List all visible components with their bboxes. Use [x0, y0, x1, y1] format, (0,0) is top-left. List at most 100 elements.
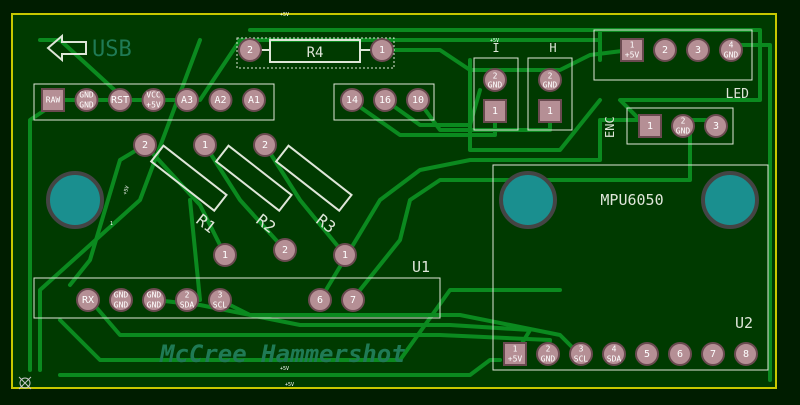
u2-pin: 5	[635, 342, 659, 366]
mcu-pin: 16	[373, 88, 397, 112]
svg-text:2: 2	[142, 140, 148, 151]
mounting-hole-mpu-left	[499, 171, 557, 229]
svg-text:GND: GND	[488, 81, 503, 90]
svg-text:6: 6	[317, 295, 323, 306]
u1-label: U1	[412, 258, 430, 276]
svg-text:1: 1	[222, 250, 228, 261]
resistor-r4: R4 2 1	[236, 37, 395, 69]
svg-text:SCL: SCL	[574, 355, 589, 364]
led-pin: 3	[686, 38, 710, 62]
svg-text:2: 2	[548, 72, 553, 81]
mcu-pin: RST	[108, 88, 132, 112]
switch-h: H 2 GND 1	[527, 41, 573, 131]
svg-text:1: 1	[630, 41, 635, 50]
svg-text:GND: GND	[147, 301, 162, 310]
u2-pin: 7	[701, 342, 725, 366]
svg-text:2: 2	[546, 345, 551, 354]
raw-pin-label: RAW	[46, 96, 61, 105]
svg-text:3: 3	[579, 345, 584, 354]
mounting-holes	[46, 171, 759, 229]
svg-text:RX: RX	[82, 295, 94, 306]
resistor-r3	[274, 144, 353, 213]
svg-text:1: 1	[547, 106, 553, 117]
svg-text:2: 2	[262, 140, 268, 151]
svg-text:1: 1	[110, 221, 113, 227]
board-title: McCree Hammershot	[159, 340, 406, 368]
svg-text:ENC: ENC	[603, 116, 617, 138]
mcu-pin: A1	[242, 88, 266, 112]
svg-text:5: 5	[644, 349, 650, 360]
svg-text:GND: GND	[543, 81, 558, 90]
svg-text:GND: GND	[79, 101, 94, 110]
switch-i: I 2 GND 1	[473, 41, 519, 131]
u2-pin: 1+5V	[503, 342, 527, 366]
svg-text:3: 3	[218, 291, 223, 300]
mcu-pin: 14	[340, 88, 364, 112]
svg-text:A2: A2	[214, 95, 226, 106]
svg-text:GND: GND	[114, 301, 129, 310]
svg-text:A1: A1	[248, 95, 260, 106]
svg-text:7: 7	[350, 295, 356, 306]
svg-text:3: 3	[713, 121, 719, 132]
svg-text:H: H	[549, 41, 556, 55]
svg-text:7: 7	[710, 349, 716, 360]
svg-text:SDA: SDA	[607, 355, 622, 364]
copper-traces	[28, 28, 772, 382]
led-pin: 2	[653, 38, 677, 62]
net-labels: +5V +5V +5V +5V +5V 1	[110, 12, 499, 388]
u2-label: U2	[735, 314, 753, 332]
svg-text:1: 1	[342, 250, 348, 261]
svg-text:2: 2	[493, 72, 498, 81]
svg-text:2: 2	[282, 245, 288, 256]
svg-text:1: 1	[647, 121, 653, 132]
svg-text:+5V: +5V	[122, 185, 131, 196]
svg-text:VCC: VCC	[146, 91, 161, 100]
svg-text:GND: GND	[79, 91, 94, 100]
svg-text:2: 2	[185, 291, 190, 300]
mounting-hole-mpu-right	[701, 171, 759, 229]
svg-text:I: I	[492, 41, 499, 55]
u2-pin: 6	[668, 342, 692, 366]
svg-text:2: 2	[247, 45, 253, 56]
origin-marker	[18, 376, 32, 390]
svg-text:SDA: SDA	[180, 301, 195, 310]
svg-text:3: 3	[695, 45, 701, 56]
svg-text:LED: LED	[726, 87, 750, 102]
svg-text:+5V: +5V	[490, 38, 499, 44]
svg-text:+5V: +5V	[625, 51, 640, 60]
enc-pin: 3	[704, 114, 728, 138]
mcu-pin: 10	[406, 88, 430, 112]
svg-text:1: 1	[379, 45, 385, 56]
svg-text:1: 1	[513, 345, 518, 354]
svg-text:GND: GND	[114, 291, 129, 300]
u1-pin: 7	[341, 288, 365, 312]
u1-pin: 6	[308, 288, 332, 312]
svg-text:+5V: +5V	[146, 101, 161, 110]
svg-text:GND: GND	[676, 127, 691, 136]
svg-text:1: 1	[202, 140, 208, 151]
u2-pin: 8	[734, 342, 758, 366]
mcu-header-top-right: 14 16 10	[333, 83, 435, 121]
r4-label: R4	[307, 45, 324, 61]
svg-text:GND: GND	[724, 51, 739, 60]
svg-text:GND: GND	[147, 291, 162, 300]
svg-text:2: 2	[681, 117, 686, 126]
svg-text:GND: GND	[541, 355, 556, 364]
usb-label: USB	[92, 37, 132, 62]
svg-text:10: 10	[412, 95, 424, 106]
svg-text:16: 16	[379, 95, 391, 106]
svg-text:+5V: +5V	[280, 366, 289, 372]
svg-text:A3: A3	[181, 95, 193, 106]
svg-text:6: 6	[677, 349, 683, 360]
